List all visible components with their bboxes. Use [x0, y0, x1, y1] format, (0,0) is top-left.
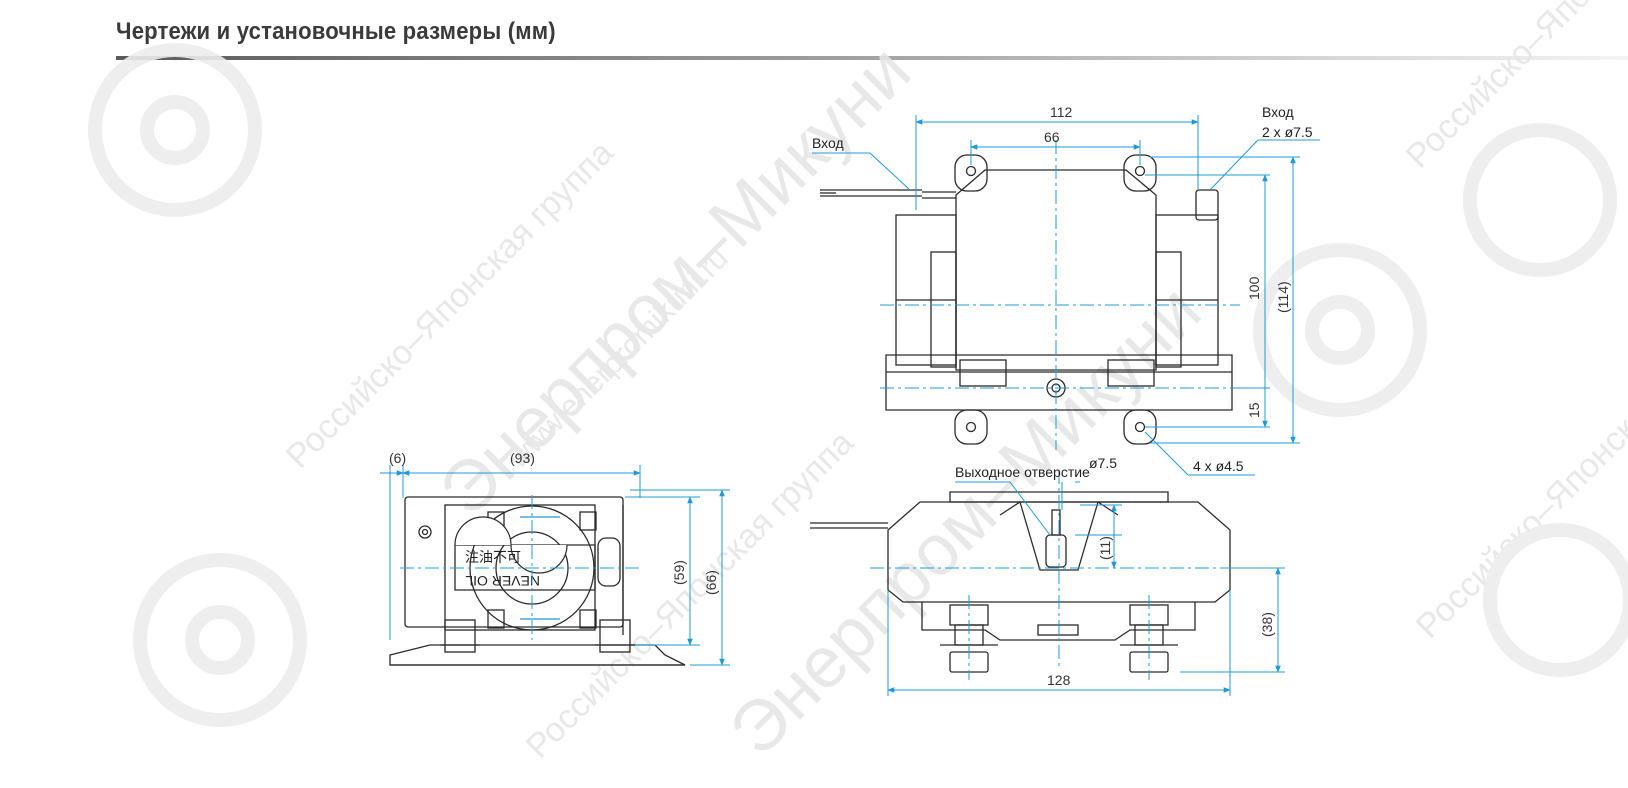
label-inlet-right-spec: 2 x ø7.5 [1262, 124, 1313, 140]
dim-top-foot: 15 [1246, 402, 1262, 418]
top-view-dimensions [812, 115, 1320, 476]
dim-top-height: 100 [1246, 276, 1262, 300]
top-view-centerlines [880, 140, 1240, 450]
side-view-labels: (6) (93) (59) (66) [389, 450, 719, 595]
label-mounting-holes: 4 x ø4.5 [1193, 458, 1244, 474]
page-header: Чертежи и установочные размеры (мм) [116, 10, 1628, 60]
label-outlet-diameter: ø7.5 [1089, 455, 1117, 471]
label-inlet-left: Вход [812, 135, 844, 151]
dim-front-height: (38) [1259, 612, 1275, 637]
dim-front-width: 128 [1047, 672, 1071, 688]
top-view-labels: 112 66 100 (114) 15 Вход Вход 2 x ø7.5 4… [812, 104, 1313, 474]
watermark-line-7: Российско–Японская группа [1409, 303, 1628, 645]
dim-side-height-total: (66) [703, 570, 719, 595]
label-inlet-right: Вход [1262, 104, 1294, 120]
label-outlet: Выходное отверстие [955, 464, 1090, 480]
watermark-line-3: www.enerpromikuni.ru [501, 242, 735, 476]
dim-side-height-inner: (59) [671, 560, 687, 585]
dim-outlet-height: (11) [1097, 536, 1113, 560]
warning-label-jp: 注油不可 [465, 550, 521, 566]
side-view-warning: 注油不可 NEVER OIL [454, 516, 568, 589]
dim-side-length: (93) [510, 450, 535, 466]
front-view-centerlines [870, 470, 1270, 680]
title-rule [116, 56, 1628, 60]
side-view-dimensions [380, 465, 730, 666]
dim-side-offset: (6) [389, 450, 406, 466]
watermark: Российско–Японская группа Энерпром–Микун… [88, 0, 1628, 771]
front-view-dimensions [887, 481, 1285, 696]
watermark-gear-left [88, 43, 1628, 727]
dim-top-height-total: (114) [1275, 281, 1291, 313]
dim-top-width: 112 [1050, 104, 1073, 120]
page-title: Чертежи и установочные размеры (мм) [116, 18, 556, 45]
top-view [820, 154, 1233, 445]
side-view-centerlines [400, 495, 640, 640]
dim-top-inner: 66 [1044, 129, 1060, 145]
warning-label-en: NEVER OIL [465, 573, 540, 589]
front-view-labels: Выходное отверстие ø7.5 (11) (38) 128 [955, 455, 1275, 688]
